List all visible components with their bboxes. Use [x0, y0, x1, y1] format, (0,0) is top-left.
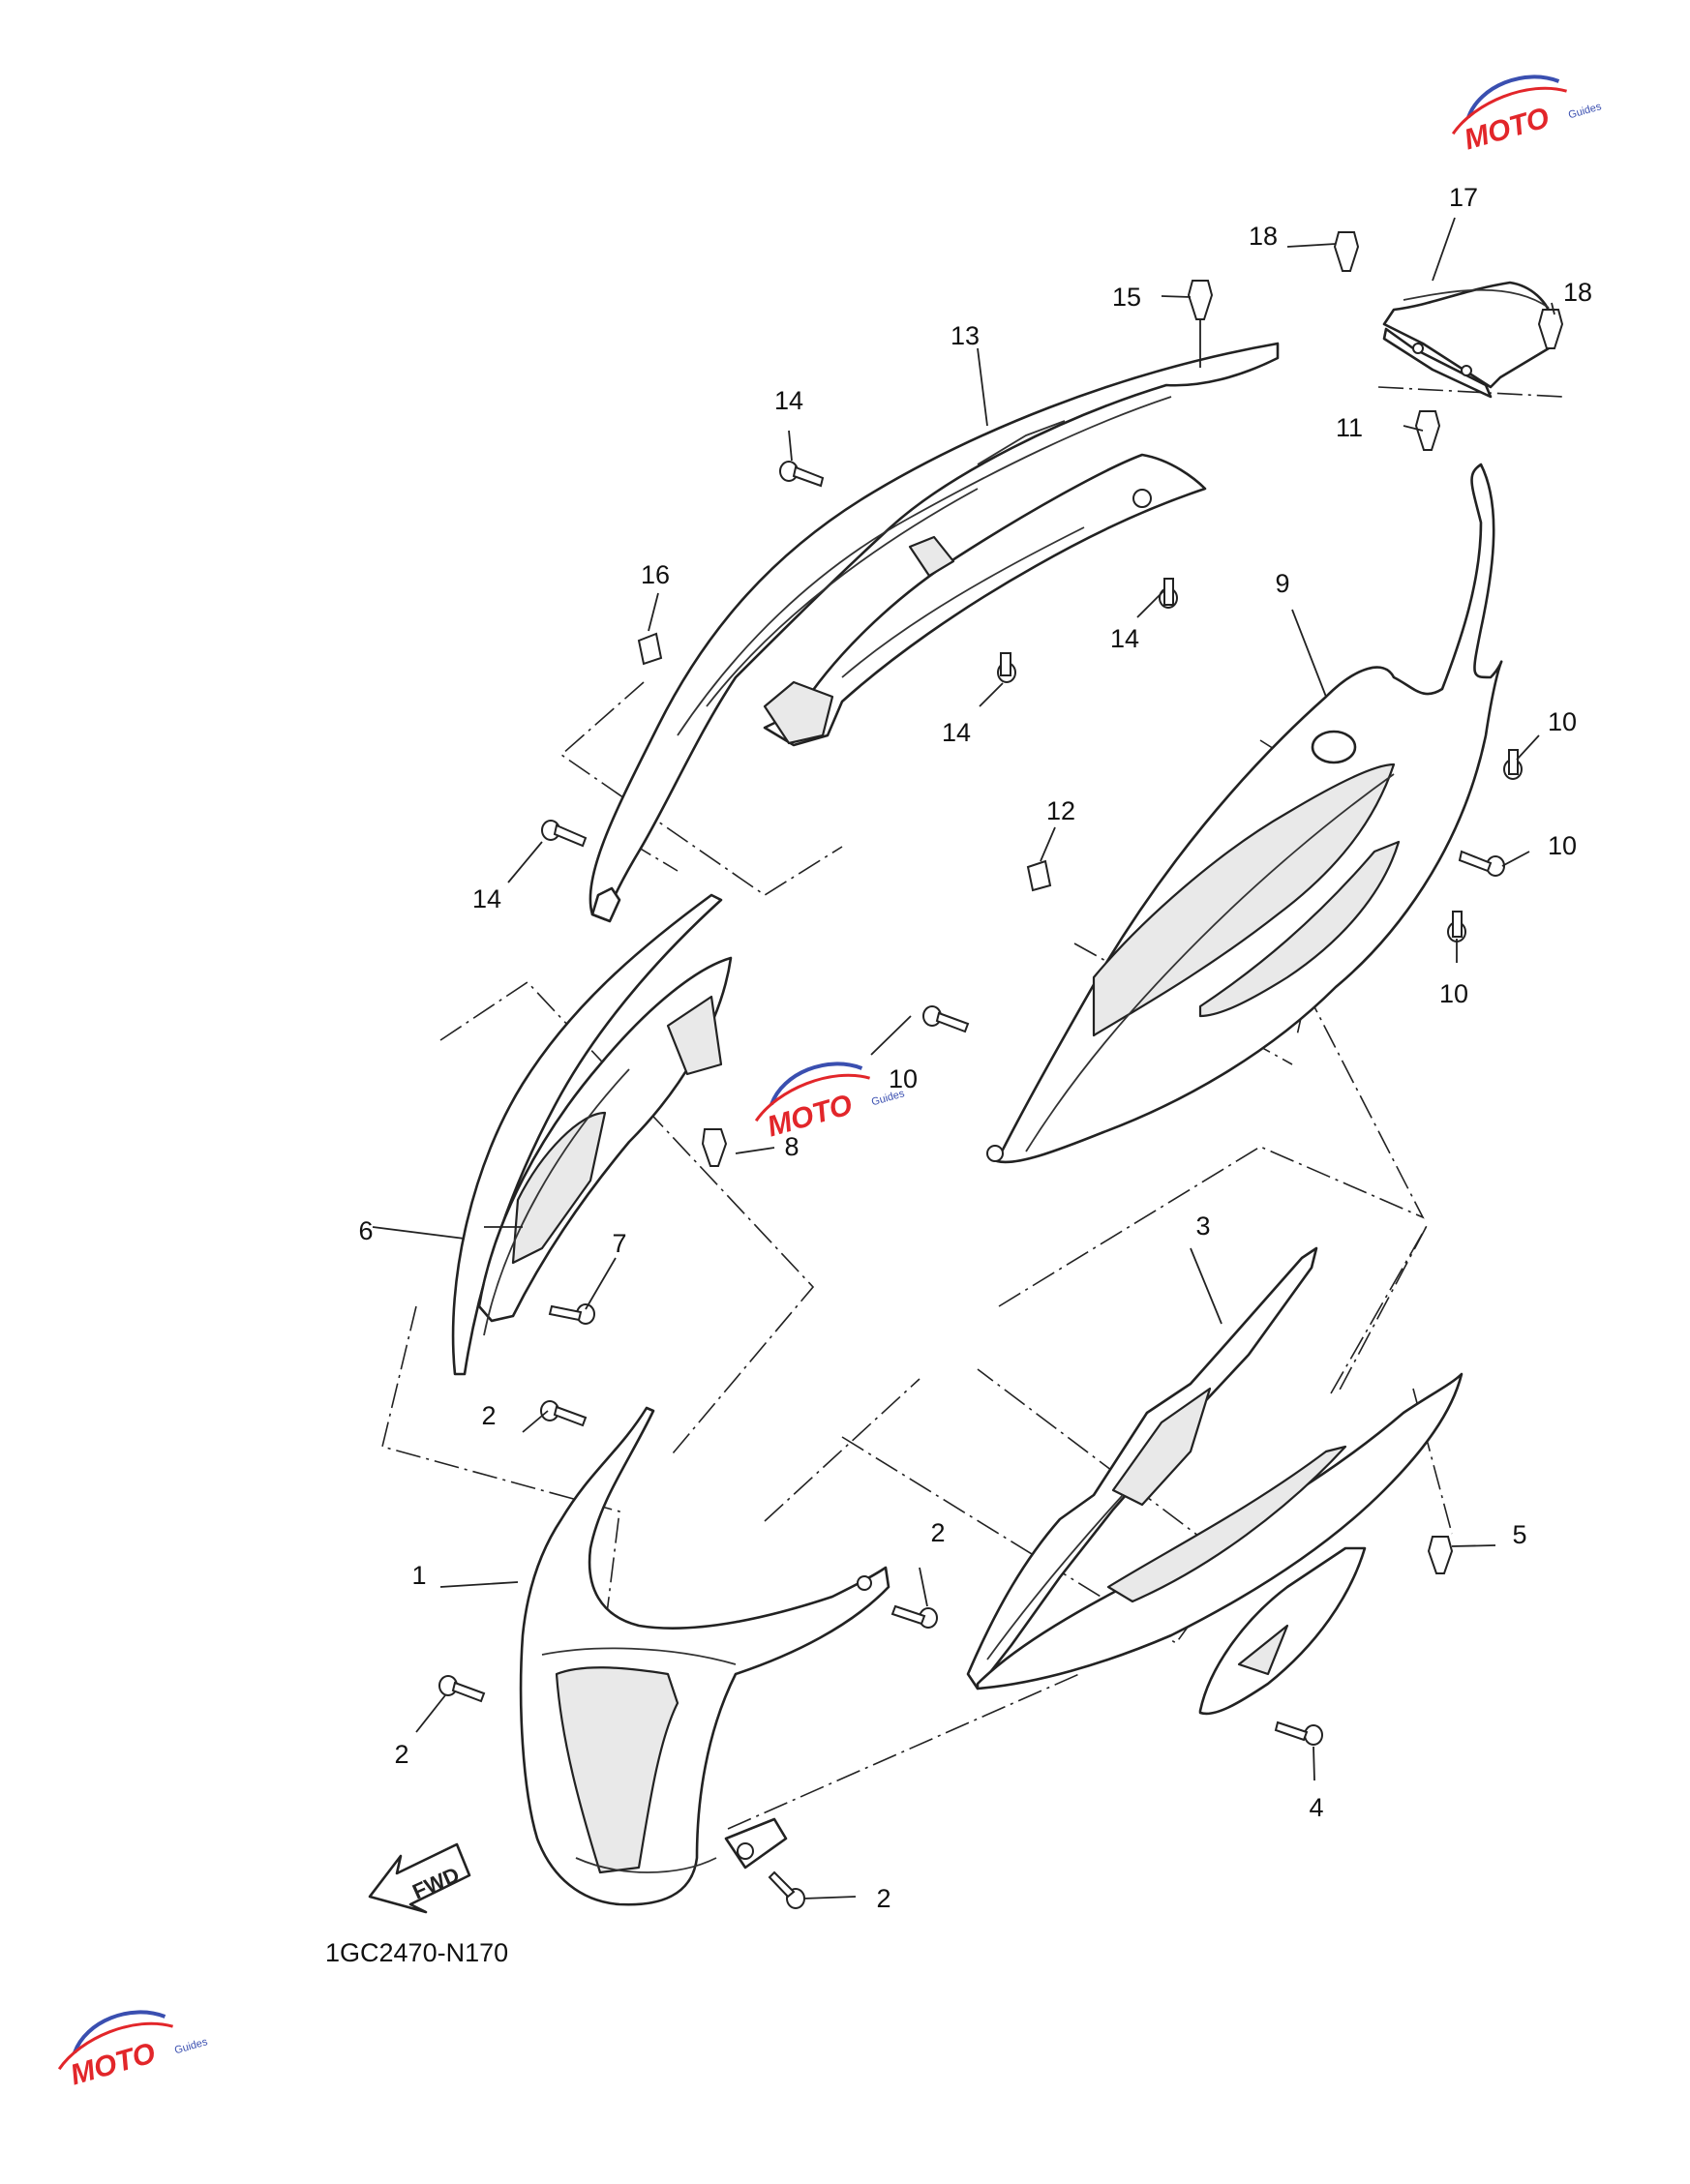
- watermark-brand: MOTO: [764, 1089, 856, 1143]
- callout-labels: 1 2 2 2 2 3 4 5 6 7 8 9 10 10 10 10 11 1…: [358, 183, 1592, 1913]
- watermark-brand: MOTO: [67, 2037, 159, 2091]
- side-cover-upper-13: [588, 342, 1280, 923]
- callout-4: 4: [1309, 1793, 1323, 1822]
- leg-shield-1: [519, 1406, 890, 1906]
- screw-14-d: [541, 820, 588, 848]
- clip-15: [1187, 280, 1214, 320]
- screw-10-d: [922, 1005, 970, 1033]
- callout-7: 7: [612, 1229, 626, 1258]
- screw-2-c: [438, 1675, 486, 1703]
- trim-piece-4: [1198, 1546, 1367, 1716]
- screw-10-b: [1458, 850, 1505, 877]
- side-cover-right-9: [986, 463, 1503, 1164]
- screw-14-b: [1159, 578, 1178, 609]
- watermark-logo-top-right: MOTO Guides: [1451, 75, 1603, 156]
- clip-18-right: [1537, 309, 1564, 349]
- tail-cover-17: [1382, 281, 1555, 399]
- screw-2-b: [890, 1604, 938, 1629]
- screw-10-c: [1447, 911, 1466, 942]
- screw-7: [548, 1303, 595, 1325]
- side-cover-inner-upper: [763, 453, 1207, 747]
- clip-11: [1414, 410, 1441, 451]
- side-panel-6: [451, 893, 733, 1376]
- screw-4: [1274, 1720, 1323, 1746]
- callout-14-c: 14: [942, 718, 971, 747]
- callout-6: 6: [358, 1216, 373, 1245]
- leader-lines: [372, 217, 1555, 1900]
- callout-12: 12: [1046, 796, 1075, 825]
- screw-14-a: [779, 461, 825, 488]
- watermark-tagline: Guides: [1567, 101, 1603, 121]
- fasteners: [438, 231, 1564, 1909]
- callout-18-b: 18: [1563, 278, 1592, 307]
- watermark-brand: MOTO: [1461, 102, 1553, 156]
- watermark-logo-bottom-left: MOTO Guides: [57, 2010, 209, 2091]
- watermark-logo-center: MOTO Guides: [754, 1062, 906, 1143]
- callout-13: 13: [951, 321, 980, 350]
- callout-17: 17: [1449, 183, 1478, 212]
- callout-5: 5: [1512, 1520, 1526, 1549]
- clip-12: [1026, 859, 1052, 892]
- screw-2-a: [540, 1400, 588, 1427]
- clip-18-left: [1333, 231, 1360, 272]
- callout-11: 11: [1336, 413, 1363, 442]
- callout-10-d: 10: [889, 1064, 918, 1093]
- callout-2-d: 2: [876, 1884, 890, 1913]
- callout-3: 3: [1195, 1212, 1210, 1241]
- callout-10-a: 10: [1548, 707, 1577, 736]
- callout-15: 15: [1112, 283, 1141, 312]
- clip-8: [701, 1128, 728, 1167]
- screw-2-d: [768, 1870, 805, 1909]
- side-skirt-right: [976, 1372, 1464, 1690]
- callout-2-a: 2: [481, 1401, 496, 1430]
- callout-10-c: 10: [1439, 979, 1468, 1008]
- callout-9: 9: [1275, 569, 1289, 598]
- callout-16: 16: [641, 560, 670, 589]
- screw-14-c: [997, 652, 1016, 683]
- clip-5: [1427, 1536, 1454, 1574]
- clip-16: [637, 632, 663, 666]
- callout-1: 1: [411, 1561, 426, 1590]
- callout-18-a: 18: [1249, 222, 1278, 251]
- screw-10-a: [1503, 749, 1523, 780]
- callout-14-a: 14: [774, 386, 803, 415]
- callout-14-b: 14: [1110, 624, 1139, 653]
- callout-8: 8: [784, 1132, 799, 1161]
- callout-10-b: 10: [1548, 831, 1577, 860]
- callout-2-c: 2: [394, 1740, 408, 1769]
- diagram-reference-code: 1GC2470-N170: [325, 1938, 508, 1967]
- forward-arrow-icon: FWD: [368, 1842, 471, 1914]
- side-panel-3: [966, 1246, 1318, 1690]
- watermark-tagline: Guides: [173, 2036, 209, 2056]
- callout-2-b: 2: [930, 1518, 945, 1547]
- callout-14-d: 14: [472, 884, 501, 913]
